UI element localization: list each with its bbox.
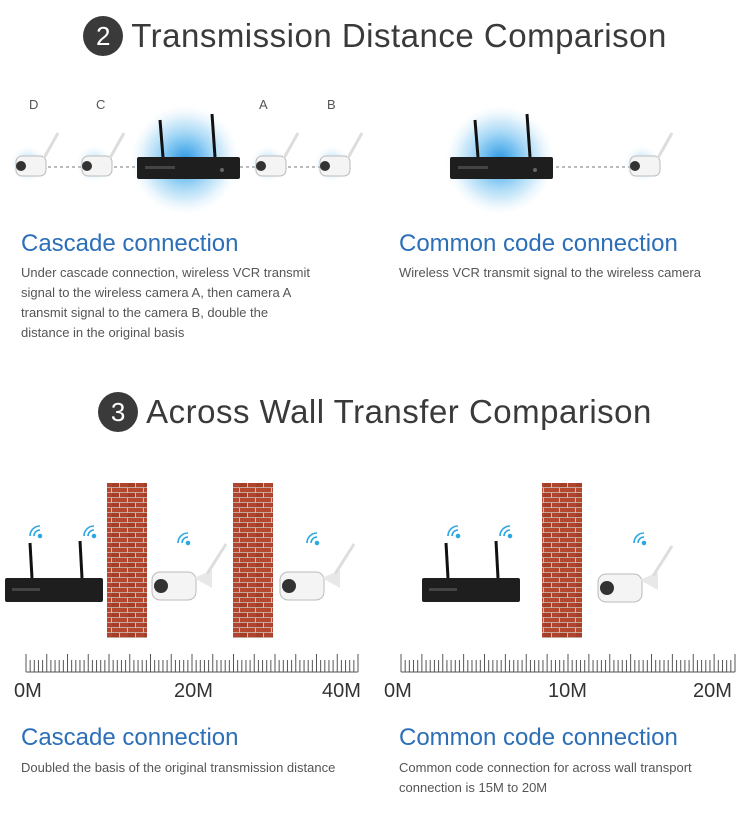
nvr-icon bbox=[450, 113, 553, 179]
section-number-badge: 2 bbox=[83, 16, 124, 56]
common-code-heading: Common code connection bbox=[399, 230, 678, 257]
wifi-icon bbox=[306, 532, 320, 546]
desc-line: Common code connection for across wall t… bbox=[399, 760, 692, 775]
wifi-icon bbox=[177, 532, 191, 546]
section-2-header: 2 Transmission Distance Comparison bbox=[0, 16, 750, 56]
camera-icon bbox=[151, 543, 228, 601]
desc-line: transmit signal to the camera B, double … bbox=[21, 305, 269, 320]
ruler-label: 0M bbox=[384, 680, 412, 702]
desc-line: connection is 15M to 20M bbox=[399, 780, 548, 795]
wifi-icon bbox=[29, 525, 43, 539]
nvr-icon bbox=[422, 540, 520, 602]
cascade-heading: Cascade connection bbox=[21, 230, 239, 257]
brick-wall bbox=[542, 483, 582, 638]
cascade-description: Under cascade connection, wireless VCR t… bbox=[21, 263, 361, 343]
cascade-heading: Cascade connection bbox=[21, 724, 239, 751]
common-wall-illustration bbox=[422, 483, 674, 638]
desc-line: Wireless VCR transmit signal to the wire… bbox=[399, 265, 701, 280]
ruler-label: 20M bbox=[693, 680, 732, 702]
common-code-description: Common code connection for across wall t… bbox=[399, 758, 744, 798]
brick-wall bbox=[233, 483, 273, 638]
desc-line: signal to the wireless camera A, then ca… bbox=[21, 285, 292, 300]
wifi-icon bbox=[83, 525, 97, 539]
wifi-icon bbox=[447, 525, 461, 539]
desc-line: Doubled the basis of the original transm… bbox=[21, 760, 336, 775]
camera-label-b: B bbox=[327, 97, 336, 112]
camera-d-icon bbox=[10, 132, 60, 182]
common-distance-illustration bbox=[445, 105, 674, 215]
nvr-icon bbox=[5, 540, 103, 602]
common-code-heading: Common code connection bbox=[399, 724, 678, 751]
ruler-label: 0M bbox=[14, 680, 42, 702]
nvr-icon bbox=[137, 113, 240, 179]
wifi-icon bbox=[633, 532, 647, 546]
section-title: Across Wall Transfer Comparison bbox=[146, 393, 652, 430]
camera-a-icon bbox=[250, 132, 300, 182]
section-3-header: 3 Across Wall Transfer Comparison bbox=[0, 392, 750, 432]
wifi-icon bbox=[499, 525, 513, 539]
camera-label-d: D bbox=[29, 97, 39, 112]
distance-ruler-right bbox=[400, 654, 736, 673]
common-code-description: Wireless VCR transmit signal to the wire… bbox=[399, 263, 744, 283]
section-title: Transmission Distance Comparison bbox=[131, 17, 667, 54]
cascade-wall-illustration bbox=[5, 483, 356, 638]
distance-ruler-left bbox=[25, 654, 359, 673]
camera-icon bbox=[597, 545, 674, 603]
ruler-label: 10M bbox=[548, 680, 587, 702]
camera-icon bbox=[279, 543, 356, 601]
cascade-description: Doubled the basis of the original transm… bbox=[21, 758, 381, 778]
camera-label-c: C bbox=[96, 97, 106, 112]
camera-b-icon bbox=[314, 132, 364, 182]
brick-wall bbox=[107, 483, 147, 638]
desc-line: distance in the original basis bbox=[21, 325, 185, 340]
camera-icon bbox=[624, 132, 674, 182]
section-number-badge: 3 bbox=[98, 392, 139, 432]
ruler-label: 40M bbox=[322, 680, 361, 702]
cascade-distance-illustration bbox=[10, 105, 364, 215]
camera-label-a: A bbox=[259, 97, 268, 112]
desc-line: Under cascade connection, wireless VCR t… bbox=[21, 265, 311, 280]
camera-c-icon bbox=[76, 132, 126, 182]
ruler-label: 20M bbox=[174, 680, 213, 702]
